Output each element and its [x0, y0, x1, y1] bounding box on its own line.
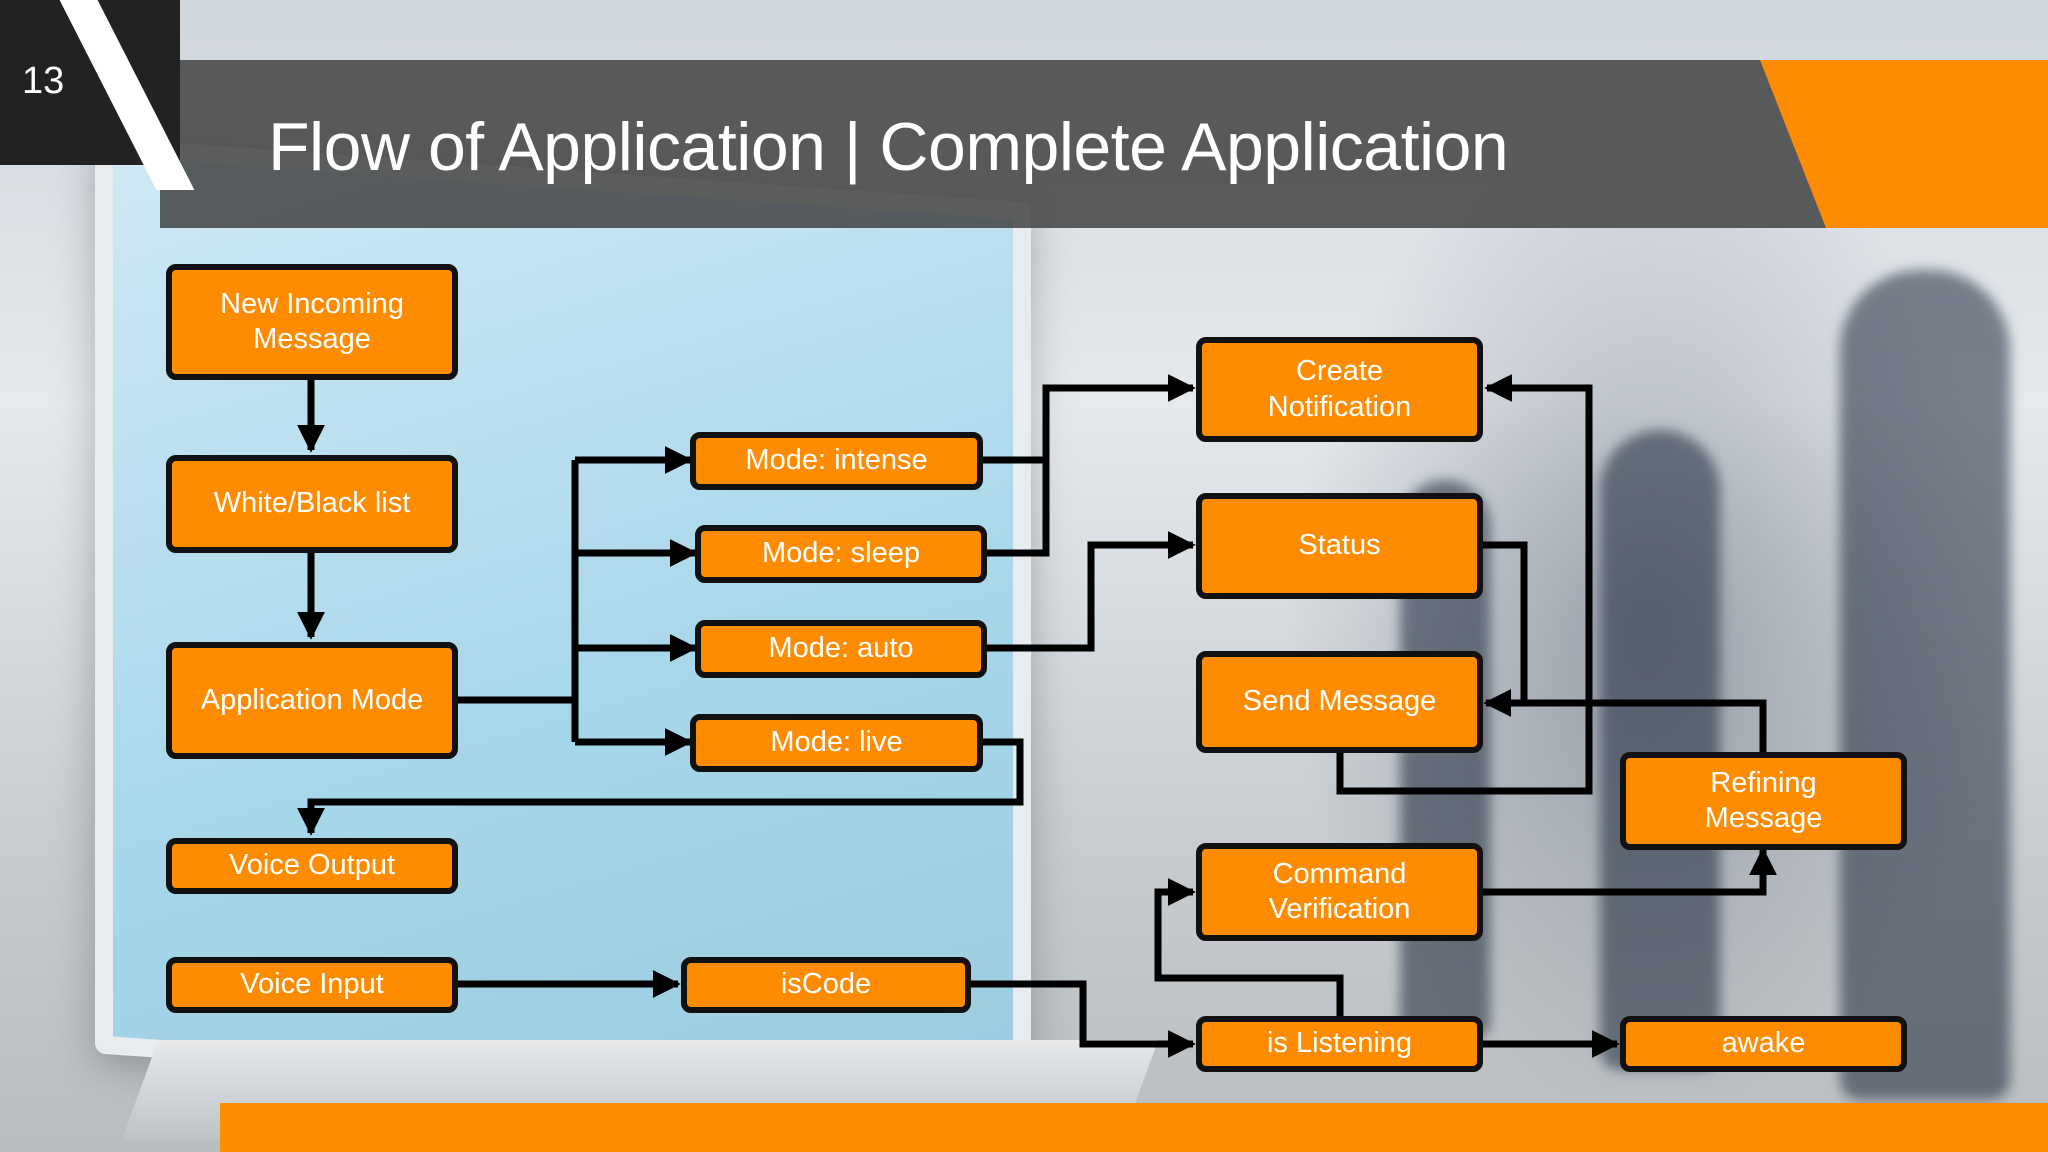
person-silhouette: [1840, 270, 2010, 1100]
connector-send-to-notification: [1336, 374, 1593, 795]
bottom-accent-bar: [220, 1103, 2048, 1152]
connector-command-to-refining: [1483, 847, 1777, 896]
connector-live-to-voice-output: [297, 738, 1024, 836]
node-refining-message: Refining Message: [1620, 752, 1907, 850]
person-silhouette: [1600, 430, 1720, 1070]
node-create-notification: Create Notification: [1196, 337, 1483, 442]
title-bar: [160, 60, 1920, 228]
slide-title: Flow of Application | Complete Applicati…: [268, 109, 1509, 185]
node-voice-input: Voice Input: [166, 957, 458, 1013]
connector-iscode-to-listening: [971, 980, 1196, 1058]
connector-refining-to-send: [1483, 689, 1767, 752]
node-command-verification: Command Verification: [1196, 843, 1483, 941]
node-application-mode: Application Mode: [166, 642, 458, 759]
page-number: 13: [22, 60, 65, 102]
connector-status-to-send: [1483, 541, 1528, 703]
node-mode-sleep: Mode: sleep: [695, 525, 987, 583]
node-voice-output: Voice Output: [166, 838, 458, 894]
node-white-black-list: White/Black list: [166, 455, 458, 553]
connector-listening-to-command: [1154, 878, 1344, 1016]
node-mode-auto: Mode: auto: [695, 620, 987, 678]
node-mode-live: Mode: live: [690, 714, 983, 772]
node-send-message: Send Message: [1196, 651, 1483, 753]
node-is-listening: is Listening: [1196, 1016, 1483, 1072]
node-status: Status: [1196, 493, 1483, 599]
connector-sleep-to-notification: [987, 460, 1050, 557]
node-new-incoming-message: New Incoming Message: [166, 264, 458, 380]
node-mode-intense: Mode: intense: [690, 432, 983, 490]
connector-auto-to-status: [987, 531, 1196, 652]
node-awake: awake: [1620, 1016, 1907, 1072]
connector-intense-to-notification: [983, 374, 1196, 464]
node-is-code: isCode: [681, 957, 971, 1013]
